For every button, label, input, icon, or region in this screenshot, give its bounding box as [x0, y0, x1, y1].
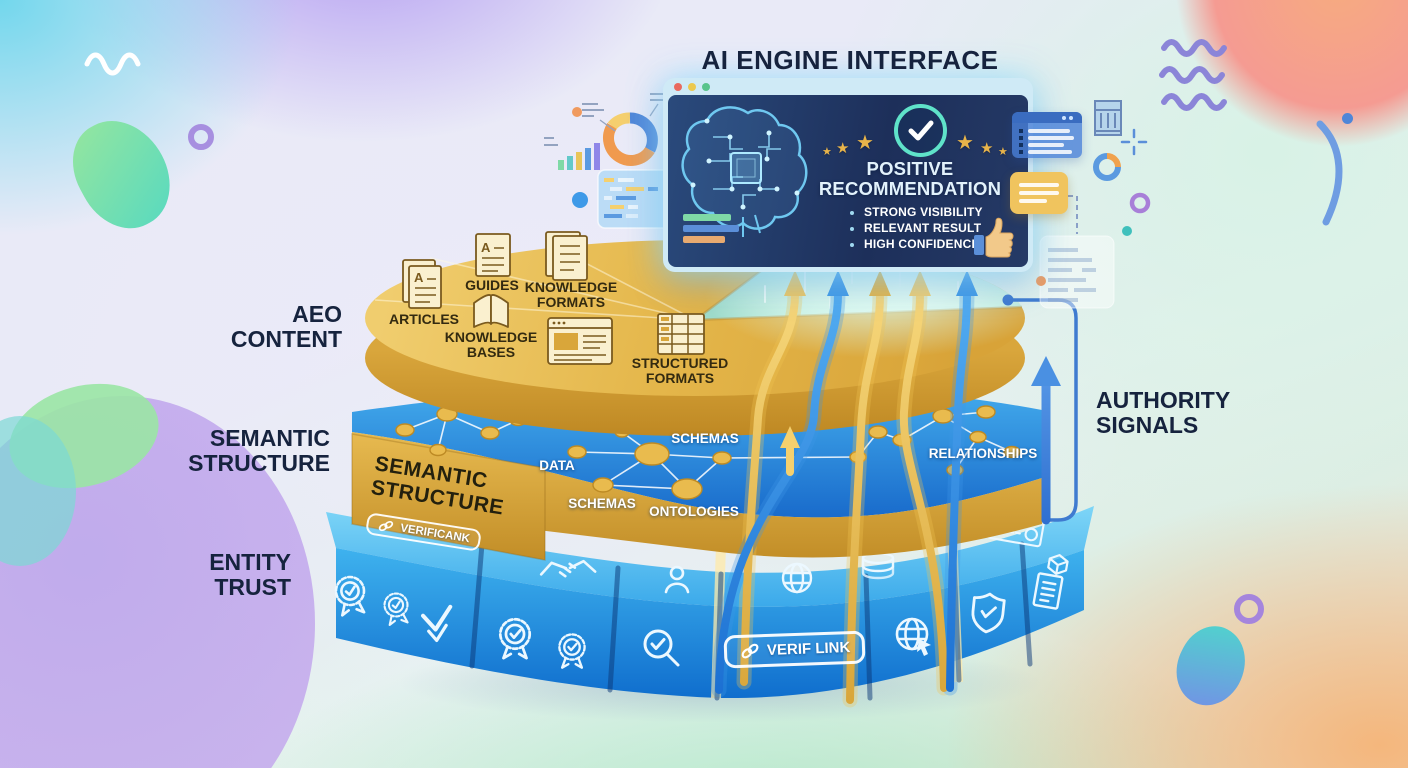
mini-donut-icon [1093, 153, 1121, 181]
minimize-icon [688, 82, 696, 91]
green-bar [683, 214, 731, 221]
bar-chart-icon [558, 143, 600, 170]
verif-link-label: VERIF LINK [766, 639, 851, 659]
label-aeo-content: AEO CONTENT [230, 301, 342, 352]
svg-text:A: A [414, 270, 424, 285]
ai-brain-icon [681, 106, 808, 237]
knowledge-formats-icon [545, 231, 588, 281]
label-knowledge-formats: KNOWLEDGE FORMATS [524, 279, 618, 310]
close-icon [674, 82, 682, 91]
authority-bracket [1010, 298, 1078, 522]
label-semantic-structure: SEMANTIC STRUCTURE [188, 425, 330, 476]
bullet-high-confidence: HIGH CONFIDENCE [864, 236, 983, 252]
ai-screen: ★ ★ ★ ★ ★ ★ POSITIVE RECOMMENDATION STRO… [668, 95, 1028, 267]
browser-card-titlebar [1012, 112, 1082, 123]
purple-ring-icon [1129, 192, 1151, 214]
bullet-strong-visibility: STRONG VISIBILITY [864, 204, 983, 220]
label-knowledge-bases: KNOWLEDGE BASES [444, 329, 538, 360]
thumbs-up-icon [974, 217, 1014, 258]
label-schemas-top: SCHEMAS [671, 431, 739, 446]
svg-text:A: A [481, 240, 491, 255]
signal-arrows [711, 270, 978, 708]
knowledge-bases-icon [473, 294, 509, 328]
knowledge-graph-nodes [395, 405, 1021, 500]
star-icon: ★ [998, 146, 1008, 158]
blue-dot-topright [1342, 113, 1353, 124]
diagram-title: AI ENGINE INTERFACE [701, 45, 999, 75]
blue-bar [683, 225, 739, 232]
right-decorations [1036, 100, 1151, 309]
semantic-left-face [351, 433, 546, 561]
teal-dot [1122, 226, 1132, 236]
authority-signals-group [1002, 294, 1078, 525]
star-icon: ★ [822, 146, 832, 158]
window-titlebar [663, 78, 1033, 95]
label-structured-formats: STRUCTURED FORMATS [631, 355, 729, 386]
verified-link-pill-front: VERIF LINK [723, 630, 866, 669]
analytics-decorations [544, 93, 685, 229]
label-data: DATA [539, 458, 575, 473]
donut-chart-icon [603, 112, 658, 166]
label-authority-signals: AUTHORITY SIGNALS [1096, 387, 1231, 438]
blue-dot [572, 192, 588, 208]
recommendation-title: POSITIVE RECOMMENDATION [818, 158, 1002, 199]
maximize-icon [702, 82, 710, 91]
label-entity-trust: ENTITY TRUST [209, 549, 291, 600]
crosshair-icon [1120, 128, 1148, 156]
star-icon: ★ [956, 132, 974, 154]
ai-engine-window: ★ ★ ★ ★ ★ ★ POSITIVE RECOMMENDATION STRO… [663, 78, 1033, 272]
entity-front-faces [336, 548, 1084, 699]
star-icon: ★ [980, 140, 994, 157]
code-panel [597, 169, 685, 229]
articles-icon: A [402, 259, 442, 309]
link-icon [378, 520, 394, 532]
verified-link-pill-top: VERIFICANK [364, 512, 483, 552]
faint-list-panel [1039, 235, 1115, 309]
arrow-heads [784, 270, 978, 296]
webpage-icon [547, 317, 613, 365]
label-relationships: RELATIONSHIPS [928, 446, 1038, 461]
note-card-icon [1010, 172, 1068, 214]
result-bars [683, 214, 739, 243]
guides-icon: A [475, 233, 511, 277]
check-circle-icon [894, 104, 947, 157]
label-articles: ARTICLES [389, 311, 459, 327]
label-ontologies: ONTOLOGIES [649, 504, 739, 519]
label-guides: GUIDES [465, 277, 519, 293]
orange-dot [1036, 276, 1046, 286]
recommendation-bullets: STRONG VISIBILITY RELEVANT RESULT HIGH C… [864, 204, 983, 252]
bank-icon [1094, 100, 1122, 136]
link-icon [741, 643, 759, 659]
structured-formats-icon [657, 313, 705, 355]
star-icon: ★ [836, 140, 850, 157]
purple-ring-topleft [188, 124, 214, 150]
browser-card-icon [1012, 112, 1082, 158]
bullet-relevant-result: RELEVANT RESULT [864, 220, 983, 236]
annotation-lines [544, 93, 674, 146]
white-squiggle-icon [84, 52, 141, 76]
orange-bar [683, 236, 725, 243]
orange-dot [572, 107, 582, 117]
purple-ring-bottomright [1234, 594, 1264, 624]
entity-top-surface [326, 506, 1094, 607]
blue-crescent-icon [1316, 120, 1343, 226]
star-icon: ★ [856, 132, 874, 154]
label-schemas-bottom: SCHEMAS [568, 496, 636, 511]
aeo-content-icons: A A [402, 231, 705, 365]
purple-squiggles-icon [1159, 39, 1227, 111]
